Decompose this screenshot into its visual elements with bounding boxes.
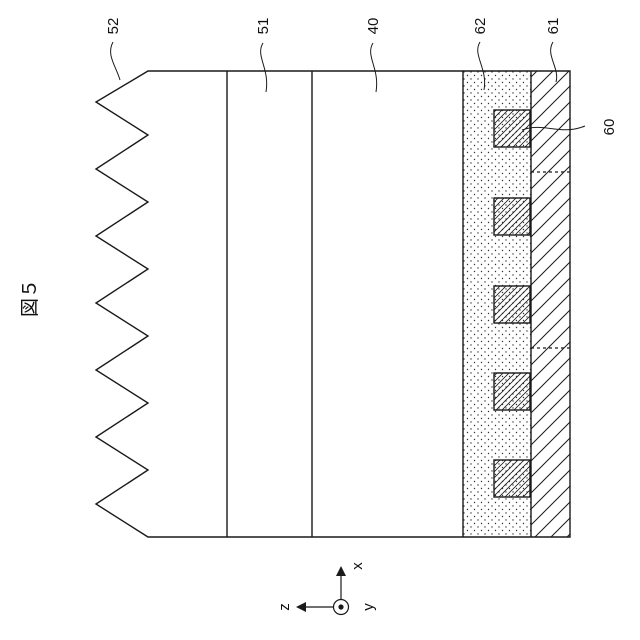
leader-40 <box>371 43 377 92</box>
electrode <box>494 460 530 497</box>
electrode <box>494 373 530 410</box>
leader-51 <box>261 43 267 92</box>
axis-label-y: y <box>360 603 377 611</box>
electrode <box>494 110 530 147</box>
electrode <box>494 286 530 323</box>
label-62: 62 <box>472 18 489 35</box>
x-axis-arrowhead <box>336 566 346 576</box>
layer-61 <box>531 71 570 537</box>
electrode <box>494 198 530 235</box>
leader-52 <box>111 42 120 80</box>
z-axis-arrowhead <box>296 602 306 612</box>
coordinate-axes: x y z <box>276 562 377 615</box>
label-52: 52 <box>105 18 122 35</box>
axis-label-x: x <box>349 562 366 570</box>
axis-label-z: z <box>276 603 293 611</box>
label-51: 51 <box>255 18 272 35</box>
label-40: 40 <box>365 18 382 35</box>
figure-title: 図５ <box>19 279 41 317</box>
label-60: 60 <box>601 119 618 136</box>
label-61: 61 <box>545 18 562 35</box>
y-axis-dot-icon <box>338 604 343 609</box>
